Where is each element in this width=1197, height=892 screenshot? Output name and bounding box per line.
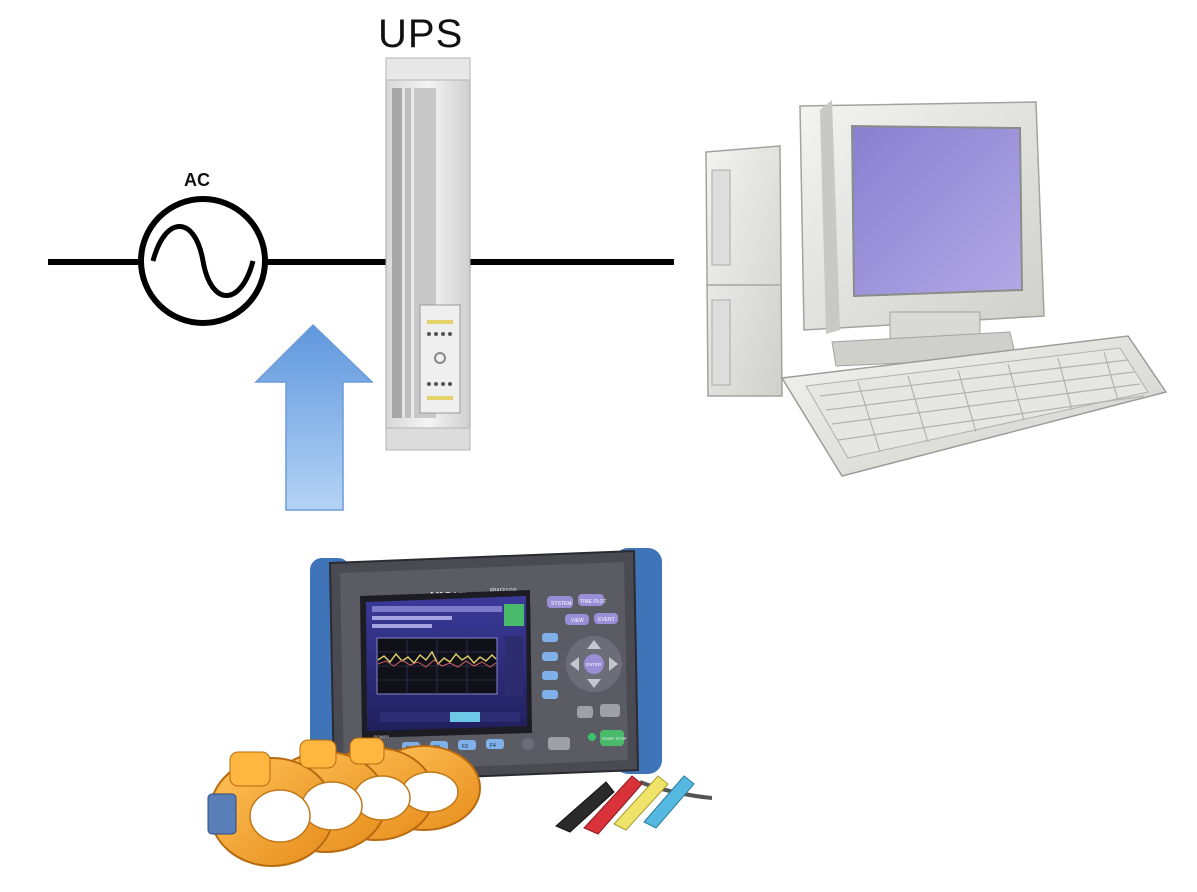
analyzer-start-stop-button: START STOP — [600, 730, 627, 746]
svg-text:START STOP: START STOP — [602, 736, 627, 741]
up-arrow-icon — [254, 323, 374, 511]
svg-text:EVENT: EVENT — [598, 617, 615, 623]
svg-text:TIME PLOT: TIME PLOT — [580, 599, 606, 605]
ac-source-icon — [138, 196, 268, 326]
voltage-lead-icon — [555, 775, 713, 835]
svg-text:F3: F3 — [462, 744, 468, 750]
power-analyzer-icon: HIOKI PW3198 POWER QUALITY ANALYZER SYST… — [310, 548, 662, 784]
ups-label: UPS — [378, 12, 464, 56]
analyzer-dpad: ENTER — [566, 636, 622, 692]
analyzer-view-button: VIEW — [565, 614, 589, 625]
current-clamp-icon — [207, 737, 481, 867]
ups-icon — [385, 57, 471, 451]
svg-text:VIEW: VIEW — [571, 618, 584, 624]
svg-text:SYSTEM: SYSTEM — [551, 601, 572, 607]
svg-text:F4: F4 — [490, 743, 496, 749]
computer-icon — [705, 100, 1168, 477]
analyzer-enter-button: ENTER — [586, 662, 602, 667]
analyzer-event-button: EVENT — [594, 613, 618, 624]
analyzer-side-buttons — [542, 633, 558, 699]
analyzer-system-button: SYSTEM — [547, 596, 573, 608]
analyzer-time-plot-button: TIME PLOT — [578, 594, 606, 606]
ac-label: AC — [184, 170, 210, 190]
svg-text:POWER: POWER — [374, 734, 389, 739]
